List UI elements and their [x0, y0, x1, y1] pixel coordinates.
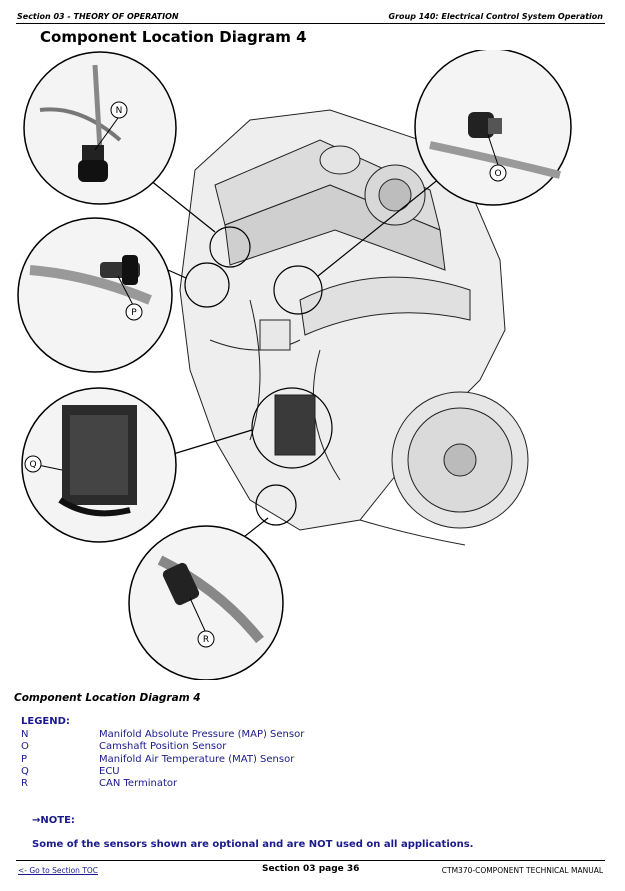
detail-q [21, 387, 177, 543]
legend-text: Camshaft Position Sensor [99, 741, 227, 753]
legend-item: N Manifold Absolute Pressure (MAP) Senso… [21, 729, 304, 741]
legend-letter: Q [21, 765, 29, 777]
legend-item: R CAN Terminator [21, 778, 304, 790]
header-section: Section 03 - THEORY OF OPERATION [17, 12, 179, 21]
legend-letter: O [21, 741, 29, 753]
detail-o [414, 50, 572, 206]
detail-p [17, 217, 173, 373]
manual-name: CTM370-COMPONENT TECHNICAL MANUAL [441, 866, 603, 875]
legend-text: Manifold Absolute Pressure (MAP) Sensor [99, 729, 305, 740]
callout-q: Q [29, 460, 36, 470]
leader-lines [149, 169, 451, 541]
callout-n: N [116, 106, 123, 116]
engine-illustration [179, 109, 529, 546]
engine-diagram: N O P Q R [17, 50, 572, 680]
header-group: Group 140: Electrical Control System Ope… [388, 12, 603, 21]
callout-p: P [131, 308, 137, 318]
page-number: Section 03 page 36 [262, 864, 360, 874]
legend-item: P Manifold Air Temperature (MAT) Sensor [21, 754, 304, 766]
toc-link[interactable]: <- Go to Section TOC [18, 866, 99, 875]
footer-divider [16, 860, 605, 861]
figure-caption: Component Location Diagram 4 [14, 692, 201, 704]
location-markers [184, 226, 333, 526]
legend-list: N Manifold Absolute Pressure (MAP) Senso… [21, 729, 304, 790]
callout-r: R [203, 635, 209, 645]
callout-letters: N O P Q R [29, 106, 501, 645]
legend-item: Q ECU [21, 766, 304, 778]
legend-text: CAN Terminator [99, 778, 178, 790]
legend-letter: R [21, 778, 28, 790]
legend-letter: N [21, 729, 29, 740]
legend-text: Manifold Air Temperature (MAT) Sensor [99, 753, 295, 765]
page-title: Component Location Diagram 4 [40, 28, 307, 46]
legend-text: ECU [99, 765, 120, 777]
legend-item: O Camshaft Position Sensor [21, 741, 304, 753]
note-text: Some of the sensors shown are optional a… [32, 839, 474, 850]
header-divider [16, 23, 605, 24]
detail-n [23, 51, 177, 205]
legend-heading: LEGEND: [21, 716, 70, 727]
legend-letter: P [21, 753, 28, 765]
callout-labels [24, 101, 507, 648]
note-heading: →NOTE: [32, 815, 75, 826]
callout-o: O [494, 169, 501, 179]
detail-r [128, 525, 284, 680]
